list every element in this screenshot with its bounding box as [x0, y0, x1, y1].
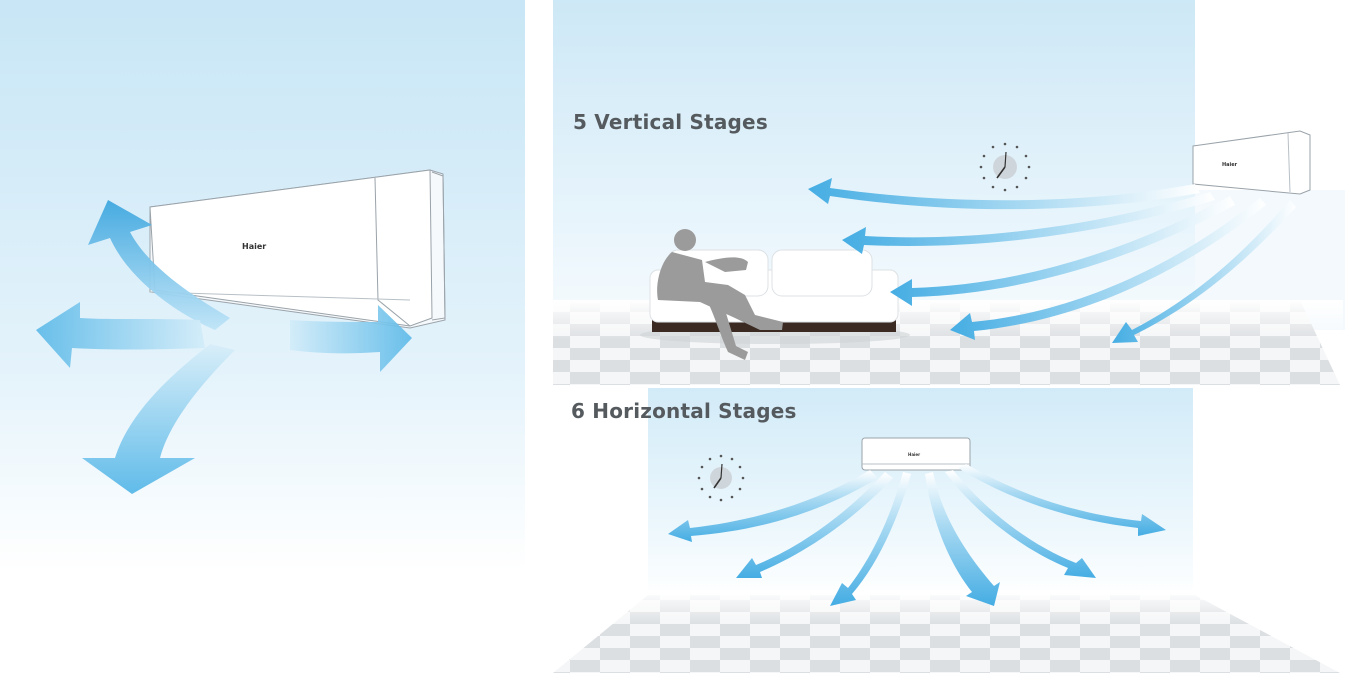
horizontal-arrow-1	[668, 470, 878, 542]
vertical-arrow-4	[950, 198, 1266, 340]
vertical-arrows	[808, 178, 1296, 343]
vertical-arrow-5	[1112, 200, 1296, 343]
airflow-arrow-down	[82, 344, 235, 494]
vertical-stages-panel: Haier	[553, 0, 1345, 385]
left-panel: Haier	[0, 0, 525, 673]
clock-icon-2	[697, 454, 745, 502]
horizontal-arrow-4	[925, 472, 1000, 606]
horizontal-arrow-5	[945, 470, 1096, 578]
clock-icon	[979, 142, 1031, 192]
person-silhouette	[657, 229, 783, 360]
ac-unit-horizontal: Haier	[861, 437, 971, 471]
ac-unit-vertical: Haier	[1192, 130, 1311, 195]
vertical-arrow-2	[842, 192, 1215, 254]
floor-bottom	[553, 590, 1343, 673]
airflow-arrow-up	[88, 200, 230, 330]
vertical-arrow-3	[890, 196, 1235, 306]
horizontal-stages-panel: Haier	[553, 385, 1345, 673]
horizontal-arrow-3	[830, 472, 911, 606]
brand-logo-left: Haier	[242, 242, 266, 251]
horizontal-stages-title: 6 Horizontal Stages	[571, 399, 797, 423]
vertical-stages-title: 5 Vertical Stages	[573, 110, 768, 134]
horizontal-arrows	[668, 464, 1166, 606]
ac-unit-left	[149, 169, 446, 329]
svg-text:Haier: Haier	[908, 452, 920, 457]
horizontal-arrow-2	[736, 472, 893, 578]
vertical-arrow-1	[808, 178, 1200, 210]
airflow-arrow-right	[290, 305, 412, 372]
airflow-arrow-left	[36, 302, 205, 368]
horizontal-arrow-6	[958, 464, 1166, 536]
svg-text:Haier: Haier	[1222, 162, 1238, 168]
